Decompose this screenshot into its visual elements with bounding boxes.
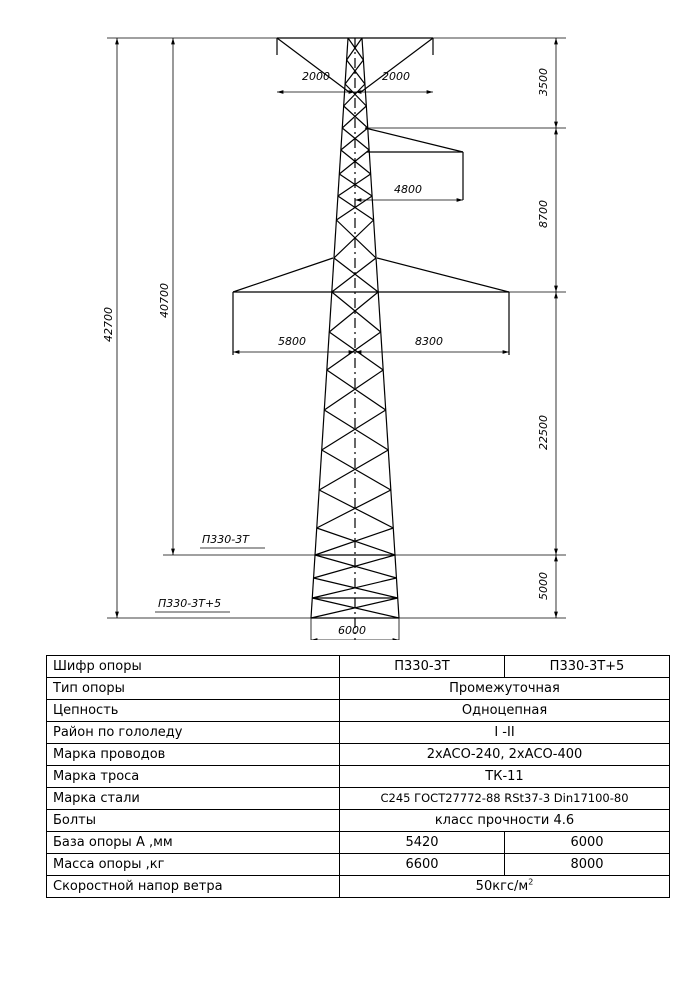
row-value: 8000 [504,853,670,876]
tower-brace [340,149,372,175]
row-label: Скоростной напор ветра [46,875,340,898]
dim-crossarm-low-right: 8300 [415,335,443,348]
row-label: Марка проводов [46,743,340,766]
row-value: ТК-11 [339,765,670,788]
table-row: Шифр опоры П330-3Т П330-3Т+5 [46,655,670,678]
dim-crossarm-low-left: 5800 [278,335,306,348]
row-value: П330-3Т+5 [504,655,670,678]
crossarm-low-brace [232,257,334,293]
tower-brace [321,409,387,451]
dim-base-width: 6000 [338,624,366,637]
table-row: Район по гололеду I -II [46,721,670,744]
row-value: П330-3Т [339,655,505,678]
row-value: С245 ГОСТ27772-88 RSt37-3 Din17100-80 [339,787,670,810]
tower-leg-right [361,37,400,619]
tower-brace [347,37,364,61]
row-label: Цепность [46,699,340,722]
row-label: Марка троса [46,765,340,788]
tower-brace [331,291,382,333]
row-value: I -II [339,721,670,744]
tower-brace [337,173,372,197]
tower-brace [340,127,369,151]
table-row: Марка троса ТК-11 [46,765,670,788]
tower-brace [344,59,364,85]
row-label: Масса опоры ,кг [46,853,340,876]
row-label: База опоры А ,мм [46,831,340,854]
tower-brace [323,409,389,451]
dim-seg-extension: 5000 [537,572,550,600]
tower-brace [335,219,377,259]
table-row: Марка проводов 2хАСО-240, 2хАСО-400 [46,743,670,766]
tower-brace [344,83,367,107]
tower-crossarms [232,37,510,355]
tower-drawing: 2000 2000 4800 5800 8300 6000 П330-3Т П3… [102,37,566,640]
crossarm-low-brace [376,257,510,293]
row-label: Болты [46,809,340,832]
tower-brace [316,489,392,529]
tower-brace [318,449,389,491]
row-value: класс прочности 4.6 [339,809,670,832]
tower-brace [343,105,369,129]
tower-brace [338,173,373,197]
row-label: Тип опоры [46,677,340,700]
tower-brace [328,291,379,333]
tower-brace [333,257,379,293]
row-label: Марка стали [46,787,340,810]
crossarm-top-brace [276,37,350,93]
tower-brace [313,554,396,579]
label-variant-2: П330-3Т+5 [158,597,221,610]
tower-brace [323,369,384,411]
tower-brace [338,149,370,175]
tower-brace [337,195,374,221]
dim-crossarm-top-left: 2000 [302,70,330,83]
dim-crossarm-top-right: 2000 [382,70,410,83]
tower-brace [318,489,394,529]
crossarm-top-brace [360,37,434,93]
table-row: Болты класс прочности 4.6 [46,809,670,832]
spec-table: Шифр опоры П330-3Т П330-3Т+5 Тип опоры П… [46,655,670,898]
row-value: 50кгс/м2 [339,875,670,898]
table-row: Цепность Одноцепная [46,699,670,722]
dim-height-p330: 40700 [158,283,171,318]
wind-unit-exponent: 2 [528,877,534,887]
row-value: 2хАСО-240, 2хАСО-400 [339,743,670,766]
tower-brace [346,59,366,85]
row-value: 6600 [339,853,505,876]
dimension-lines [107,37,566,640]
tower-brace [321,449,392,491]
row-value: 6000 [504,831,670,854]
table-row: Масса опоры ,кг 6600 8000 [46,853,670,876]
tower-brace [341,127,370,151]
dim-seg-upper: 8700 [537,200,550,228]
tower-leg-left [310,37,349,619]
tower-brace [333,219,375,259]
tower-brace [326,369,387,411]
tower-brace [346,37,363,61]
tower-brace [312,577,397,599]
row-value: 5420 [339,831,505,854]
crossarm-mid [364,127,464,153]
table-row: Марка стали С245 ГОСТ27772-88 RSt37-3 Di… [46,787,670,810]
tower-brace [343,83,366,107]
tower-structure [310,37,400,640]
tower-brace [310,597,398,619]
tower-brace [328,331,384,371]
table-row: База опоры А ,мм 5420 6000 [46,831,670,854]
tower-brace [331,257,377,293]
table-row: Скоростной напор ветра 50кгс/м2 [46,875,670,898]
tower-brace [314,527,394,556]
wind-value: 50кгс/м [475,879,529,894]
dim-seg-top: 3500 [537,68,550,96]
tower-brace [326,331,382,371]
row-value: Одноцепная [339,699,670,722]
row-label: Шифр опоры [46,655,340,678]
dim-seg-lower: 22500 [537,415,550,450]
row-value: Промежуточная [339,677,670,700]
dim-crossarm-mid: 4800 [394,183,422,196]
tower-brace [341,105,367,129]
label-variant-1: П330-3Т [202,533,250,546]
table-row: Тип опоры Промежуточная [46,677,670,700]
dim-height-total: 42700 [102,307,115,342]
row-label: Район по гололеду [46,721,340,744]
